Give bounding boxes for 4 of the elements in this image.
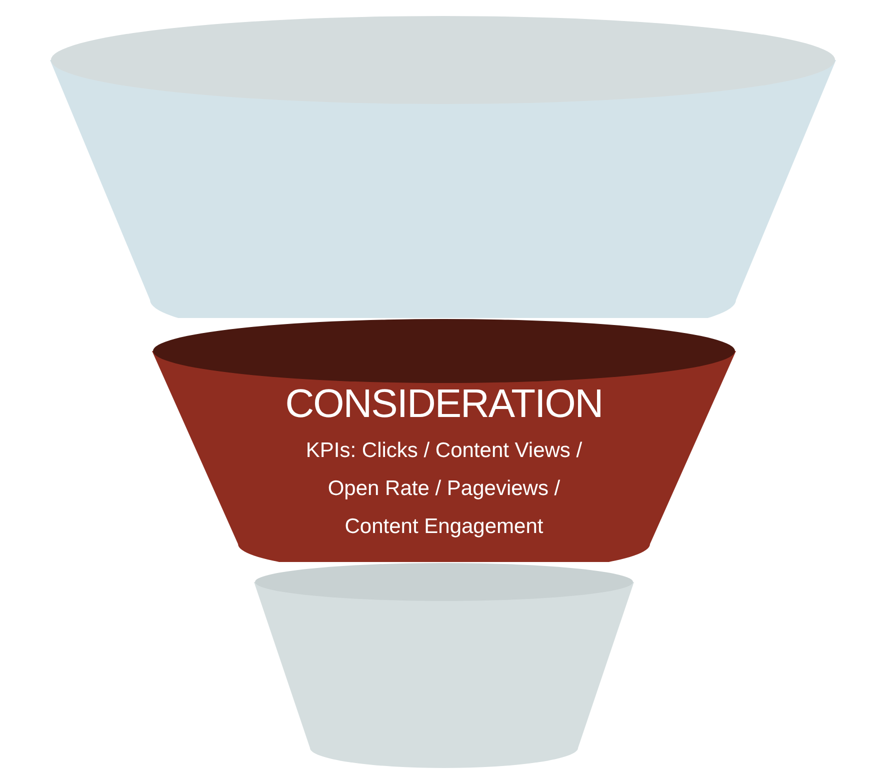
funnel-segment <box>150 318 738 562</box>
funnel-segment <box>50 15 836 318</box>
stage-title: CONSIDERATION <box>285 381 603 428</box>
kpi-text: KPIs: Clicks / Content Views / Open Rate / Pageviews / Content Engagement <box>304 438 584 540</box>
